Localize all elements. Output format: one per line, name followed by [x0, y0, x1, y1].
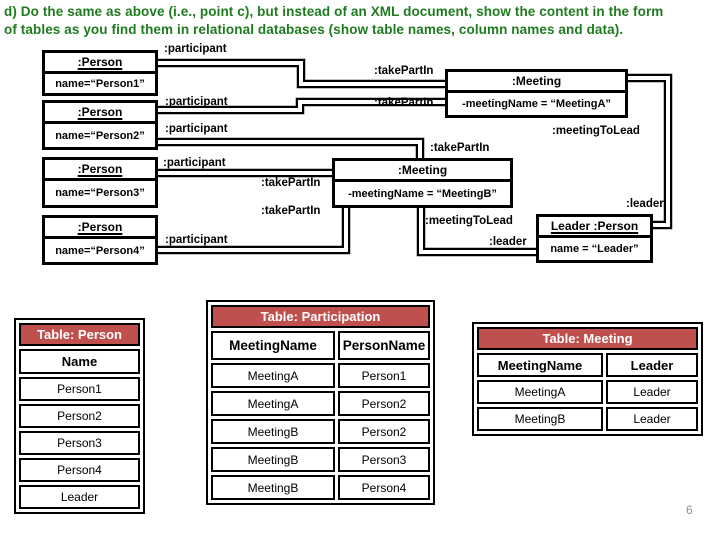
label-participant-3: :participant	[165, 123, 228, 135]
table-meeting: Table: Meeting MeetingName Leader Meetin…	[472, 322, 703, 436]
table-cell: MeetingA	[211, 391, 335, 416]
table-row: MeetingA Person1	[211, 363, 430, 388]
table-cell: Person1	[19, 377, 140, 401]
table-cell: MeetingA	[211, 363, 335, 388]
table-row: MeetingA Leader	[477, 380, 698, 404]
object-person1: :Person name=“Person1”	[42, 50, 158, 96]
object-person3-title: :Person	[45, 160, 155, 181]
slide-title: d) Do the same as above (i.e., point c),…	[4, 3, 718, 39]
table-row: MeetingB Leader	[477, 407, 698, 431]
table-cell: Person2	[19, 404, 140, 428]
label-participant-2: :participant	[165, 96, 228, 108]
table-cell: Person4	[19, 458, 140, 482]
column-header: Leader	[606, 353, 698, 377]
object-meetingB-attr: -meetingName = “MeetingB”	[348, 187, 497, 200]
label-takepartin-3: :takePartIn	[430, 142, 490, 154]
column-header: Name	[19, 349, 140, 374]
label-takepartin-2: :takePartIn	[374, 97, 434, 109]
object-person2-attr: name=“Person2”	[55, 129, 145, 142]
label-leader-1: :leader	[626, 198, 664, 210]
table-cell: Person2	[338, 391, 430, 416]
object-leader-attr: name = “Leader”	[550, 243, 639, 255]
object-meetingA: :Meeting -meetingName = “MeetingA”	[445, 69, 628, 118]
page-number: 6	[686, 503, 693, 517]
table-cell: Leader	[606, 407, 698, 431]
column-header: MeetingName	[211, 331, 335, 360]
object-meetingB-title: :Meeting	[335, 161, 510, 182]
table-row: MeetingB Person2	[211, 419, 430, 444]
object-person4-attr: name=“Person4”	[55, 244, 145, 257]
table-row: Leader	[19, 485, 140, 509]
table-row: Person3	[19, 431, 140, 455]
table-row: MeetingB Person4	[211, 475, 430, 500]
label-participant-1: :participant	[164, 43, 227, 55]
label-takepartin-1: :takePartIn	[374, 65, 434, 77]
table-row: Person2	[19, 404, 140, 428]
table-person-title: Table: Person	[19, 323, 140, 346]
table-person: Table: Person Name Person1 Person2 Perso…	[14, 318, 145, 514]
table-cell: Person3	[338, 447, 430, 472]
object-person2-title: :Person	[45, 103, 155, 124]
table-cell: MeetingA	[477, 380, 603, 404]
table-participation: Table: Participation MeetingName PersonN…	[206, 300, 435, 505]
table-cell: Person4	[338, 475, 430, 500]
label-leader-2: :leader	[489, 236, 527, 248]
label-participant-4: :participant	[163, 157, 226, 169]
label-takepartin-4: :takePartIn	[261, 177, 321, 189]
table-row: MeetingA Person2	[211, 391, 430, 416]
label-meetingtolead-2: :meetingToLead	[425, 215, 513, 227]
table-cell: Person1	[338, 363, 430, 388]
object-leader-title: Leader :Person	[539, 217, 650, 238]
slide-title-line1: d) Do the same as above (i.e., point c),…	[4, 4, 664, 19]
object-meetingA-title: :Meeting	[448, 72, 625, 93]
table-row: Person1	[19, 377, 140, 401]
table-cell: Leader	[606, 380, 698, 404]
table-cell: Person2	[338, 419, 430, 444]
label-takepartin-5: :takePartIn	[261, 205, 321, 217]
table-row: MeetingB Person3	[211, 447, 430, 472]
object-person4-title: :Person	[45, 218, 155, 239]
object-person3: :Person name=“Person3”	[42, 157, 158, 208]
object-meetingB: :Meeting -meetingName = “MeetingB”	[332, 158, 513, 208]
object-person4: :Person name=“Person4”	[42, 215, 158, 265]
object-meetingA-attr: -meetingName = “MeetingA”	[462, 98, 611, 110]
label-meetingtolead-1: :meetingToLead	[552, 125, 640, 137]
table-meeting-title: Table: Meeting	[477, 327, 698, 350]
column-header: MeetingName	[477, 353, 603, 377]
slide-title-line2: of tables as you find them in relational…	[4, 22, 624, 37]
table-row: Person4	[19, 458, 140, 482]
object-person1-title: :Person	[45, 53, 155, 74]
table-cell: Leader	[19, 485, 140, 509]
table-cell: MeetingB	[211, 419, 335, 444]
object-person2: :Person name=“Person2”	[42, 100, 158, 150]
table-cell: MeetingB	[211, 447, 335, 472]
object-leader: Leader :Person name = “Leader”	[536, 214, 653, 263]
label-participant-5: :participant	[165, 234, 228, 246]
table-participation-title: Table: Participation	[211, 305, 430, 328]
object-person3-attr: name=“Person3”	[55, 187, 145, 199]
table-cell: Person3	[19, 431, 140, 455]
object-person1-attr: name=“Person1”	[55, 77, 145, 90]
column-header: PersonName	[338, 331, 430, 360]
table-cell: MeetingB	[477, 407, 603, 431]
table-cell: MeetingB	[211, 475, 335, 500]
